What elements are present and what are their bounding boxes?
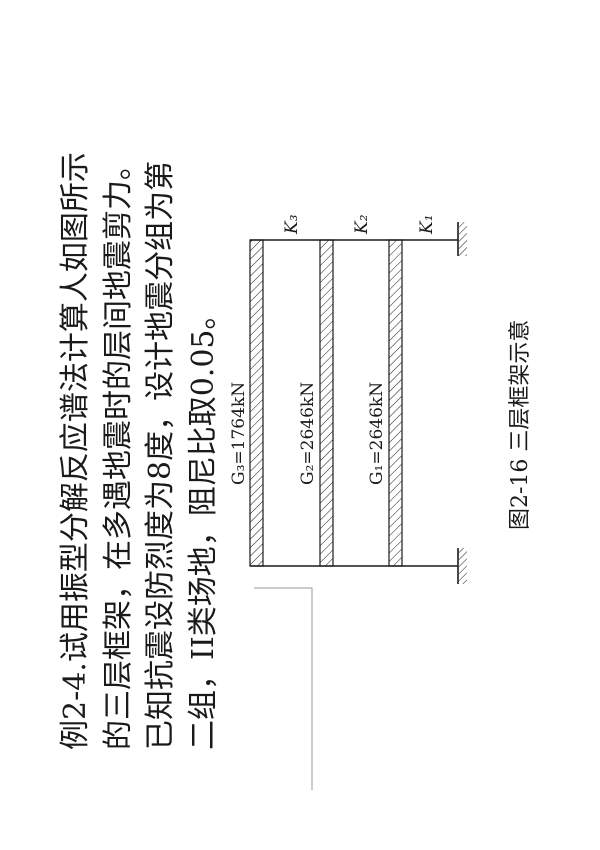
load-label-g2: G₂=2646kN: [298, 382, 318, 485]
problem-line-1: 例2-4.试用振型分解反应谱法计算人如图所示: [58, 152, 93, 750]
support-right: [457, 548, 467, 584]
stiffness-label-k3: K₃: [282, 214, 302, 235]
load-label-g1: G₁=2646kN: [367, 382, 387, 485]
floor-slab-3: [249, 239, 264, 567]
figure-caption: 图2-16 三层框架示意: [508, 320, 533, 530]
problem-text: 例2-4.试用振型分解反应谱法计算人如图所示 的三层框架，在多遇地震时的层间地震…: [58, 150, 221, 750]
problem-line-4: 二组，II类场地，阻尼比取0.05。: [186, 300, 221, 751]
stiffness-label-k1: K₁: [417, 214, 437, 235]
floor-slab-2: [319, 239, 334, 567]
divider-rule: [254, 587, 313, 790]
frame-diagram: K₃ K₂ K₁ G₃=1764kN G₂=2646kN G₁=2646kN: [229, 214, 467, 584]
support-left: [457, 222, 467, 256]
problem-line-2: 的三层框架，在多遇地震时的层间地震剪力。: [101, 150, 136, 750]
problem-line-3: 已知抗震设防烈度为8度，设计地震分组为第: [143, 161, 178, 750]
floor-slab-1: [388, 239, 403, 567]
stiffness-label-k2: K₂: [352, 214, 372, 235]
load-label-g3: G₃=1764kN: [229, 382, 249, 485]
